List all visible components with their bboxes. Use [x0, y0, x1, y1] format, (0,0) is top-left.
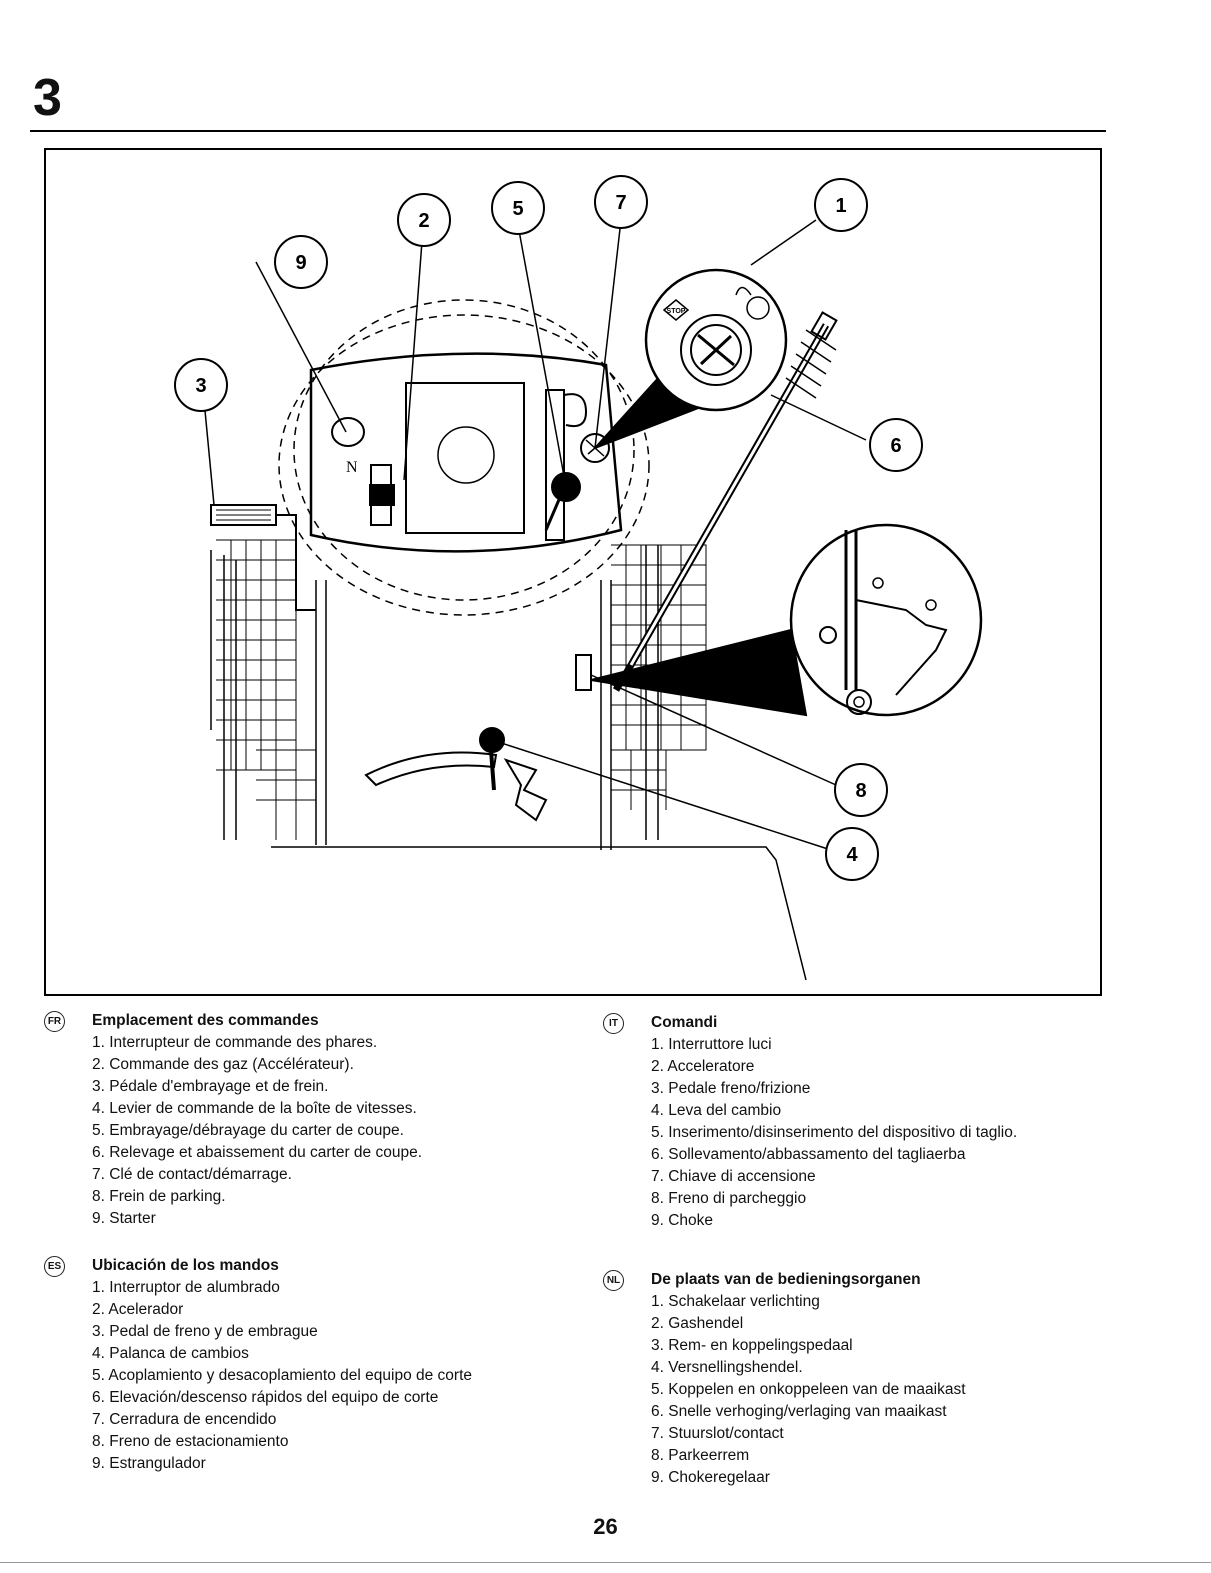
- list-item: 1. Interruptor de alumbrado: [92, 1279, 280, 1296]
- section-it: IT Comandi 1. Interruttore luci 2. Accel…: [603, 1012, 1163, 1232]
- list-item: 5. Embrayage/débrayage du carter de coup…: [92, 1122, 404, 1139]
- list-item: 8. Freno de estacionamiento: [92, 1433, 289, 1450]
- page-number: 26: [593, 1514, 618, 1539]
- controls-diagram: 1 2 3 4 5 6 7 8: [44, 148, 1102, 996]
- lang-badge-nl: NL: [603, 1270, 624, 1291]
- list-item: 5. Acoplamiento y desacoplamiento del eq…: [92, 1367, 472, 1384]
- callout-4: 4: [825, 827, 879, 881]
- callout-2: 2: [397, 193, 451, 247]
- callout-8: 8: [834, 763, 888, 817]
- callout-6: 6: [869, 418, 923, 472]
- list-item: 3. Pedale freno/frizione: [651, 1080, 811, 1097]
- list-item: 1. Interrupteur de commande des phares.: [92, 1034, 378, 1051]
- list-item: 9. Starter: [92, 1210, 156, 1227]
- list-item: 1. Interruttore luci: [651, 1036, 772, 1053]
- svg-text:8: 8: [855, 780, 866, 802]
- svg-text:6: 6: [890, 435, 901, 457]
- section-fr-list: 1. Interrupteur de commande des phares. …: [44, 1032, 564, 1230]
- header-rule: [30, 130, 1106, 132]
- list-item: 9. Choke: [651, 1212, 714, 1229]
- section-nl: NL De plaats van de bedieningsorganen 1.…: [603, 1269, 1163, 1489]
- list-item: 7. Chiave di accensione: [651, 1168, 816, 1185]
- list-item: 6. Snelle verhoging/verlaging van maaika…: [651, 1403, 947, 1420]
- section-nl-title: De plaats van de bedieningsorganen: [651, 1271, 921, 1288]
- list-item: 1. Schakelaar verlichting: [651, 1293, 820, 1310]
- list-item: 2. Gashendel: [651, 1315, 744, 1332]
- svg-text:7: 7: [615, 192, 626, 214]
- list-item: 2. Acelerador: [92, 1301, 184, 1318]
- lang-badge-fr: FR: [44, 1011, 65, 1032]
- list-item: 3. Pédale d'embrayage et de frein.: [92, 1078, 329, 1095]
- section-fr: FR Emplacement des commandes 1. Interrup…: [44, 1010, 564, 1230]
- svg-text:9: 9: [295, 252, 306, 274]
- ignition-stop-label: STOP: [667, 308, 686, 315]
- callout-1: 1: [814, 178, 868, 232]
- section-nl-list: 1. Schakelaar verlichting 2. Gashendel 3…: [603, 1291, 1163, 1489]
- svg-text:4: 4: [846, 844, 858, 866]
- list-item: 8. Freno di parcheggio: [651, 1190, 807, 1207]
- section-it-title: Comandi: [651, 1014, 718, 1031]
- section-number: 3: [33, 69, 62, 127]
- controls-illustration: 1 2 3 4 5 6 7 8: [174, 175, 983, 981]
- left-grille: [216, 539, 317, 840]
- list-item: 9. Chokeregelaar: [651, 1469, 770, 1486]
- list-item: 4. Versnellingshendel.: [651, 1359, 803, 1376]
- lang-badge-it: IT: [603, 1013, 624, 1034]
- section-fr-title: Emplacement des commandes: [92, 1012, 319, 1029]
- callout-7: 7: [594, 175, 648, 229]
- bottom-rule: [0, 1562, 1211, 1563]
- list-item: 3. Pedal de freno y de embrague: [92, 1323, 318, 1340]
- svg-text:1: 1: [835, 195, 846, 217]
- callout-9: 9: [274, 235, 328, 289]
- list-item: 6. Sollevamento/abbassamento del tagliae…: [651, 1146, 966, 1163]
- section-es-title: Ubicación de los mandos: [92, 1257, 279, 1274]
- lang-badge-es: ES: [44, 1256, 65, 1277]
- list-item: 4. Leva del cambio: [651, 1102, 782, 1119]
- callout-5: 5: [491, 181, 545, 235]
- list-item: 4. Palanca de cambios: [92, 1345, 249, 1362]
- list-item: 2. Acceleratore: [651, 1058, 755, 1075]
- callout-3: 3: [174, 358, 228, 412]
- list-item: 8. Frein de parking.: [92, 1188, 226, 1205]
- list-item: 7. Clé de contact/démarrage.: [92, 1166, 292, 1183]
- section-es: ES Ubicación de los mandos 1. Interrupto…: [44, 1255, 584, 1475]
- list-item: 8. Parkeerrem: [651, 1447, 750, 1464]
- svg-text:2: 2: [418, 210, 429, 232]
- gear-neutral-label: N: [346, 459, 358, 476]
- list-item: 5. Koppelen en onkoppeleen van de maaika…: [651, 1381, 966, 1398]
- list-item: 9. Estrangulador: [92, 1455, 206, 1472]
- list-item: 2. Commande des gaz (Accélérateur).: [92, 1056, 354, 1073]
- svg-text:5: 5: [512, 198, 523, 220]
- list-item: 7. Cerradura de encendido: [92, 1411, 277, 1428]
- section-es-list: 1. Interruptor de alumbrado 2. Acelerado…: [44, 1277, 584, 1475]
- svg-text:3: 3: [195, 375, 206, 397]
- section-it-list: 1. Interruttore luci 2. Acceleratore 3. …: [603, 1034, 1163, 1232]
- list-item: 5. Inserimento/disinserimento del dispos…: [651, 1124, 1018, 1141]
- list-item: 3. Rem- en koppelingspedaal: [651, 1337, 853, 1354]
- list-item: 4. Levier de commande de la boîte de vit…: [92, 1100, 417, 1117]
- list-item: 6. Relevage et abaissement du carter de …: [92, 1144, 423, 1161]
- list-item: 7. Stuurslot/contact: [651, 1425, 784, 1442]
- list-item: 6. Elevación/descenso rápidos del equipo…: [92, 1389, 439, 1406]
